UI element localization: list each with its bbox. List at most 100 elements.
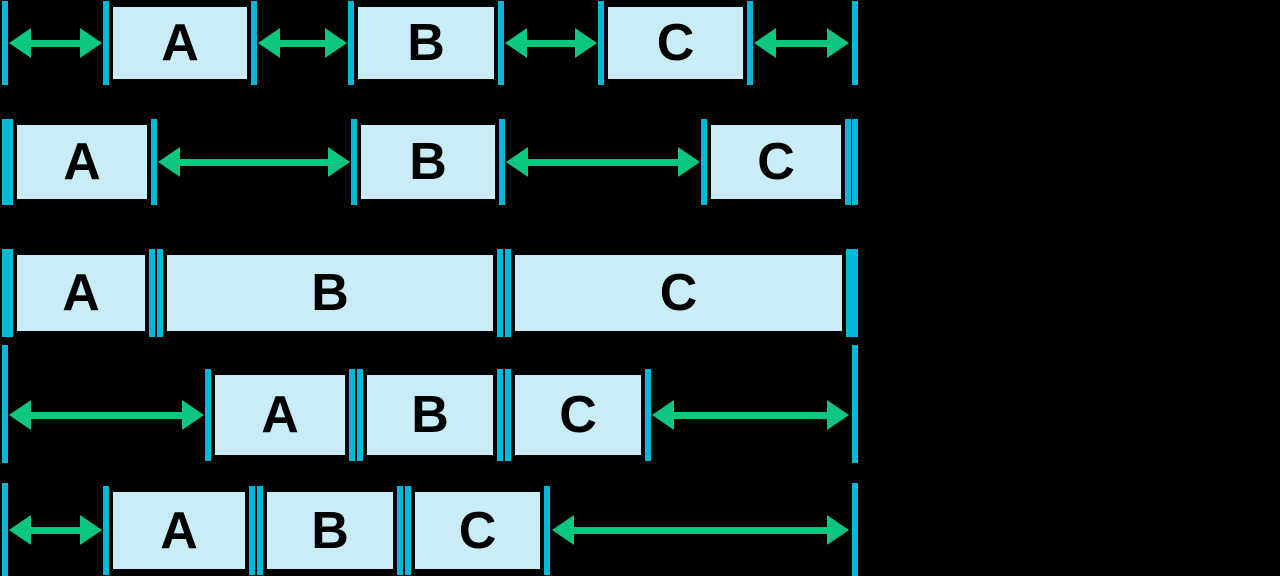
arrow-shaft xyxy=(28,39,83,47)
item-box: B xyxy=(355,4,497,82)
arrow-left-head-icon xyxy=(505,28,527,58)
item-box: A xyxy=(14,252,148,334)
item-box-label: C xyxy=(458,501,497,560)
arrow-shaft xyxy=(671,411,830,419)
item-box-label: B xyxy=(411,386,449,444)
item-box: A xyxy=(110,4,250,82)
container-edge-bar xyxy=(2,119,8,205)
item-box: B xyxy=(264,489,396,572)
arrow-right-head-icon xyxy=(328,147,350,177)
box-edge-bar xyxy=(149,249,155,337)
arrow-left-head-icon xyxy=(754,28,776,58)
box-edge-bar xyxy=(205,369,211,461)
arrow-right-head-icon xyxy=(80,28,102,58)
item-box-label: B xyxy=(311,501,349,560)
box-edge-bar xyxy=(497,249,503,337)
box-edge-bar xyxy=(845,119,851,205)
item-box: C xyxy=(605,4,746,82)
container-edge-bar xyxy=(852,119,858,205)
item-box: A xyxy=(212,372,348,458)
spacing-arrow xyxy=(9,515,102,545)
arrow-left-head-icon xyxy=(158,147,180,177)
container-edge-bar xyxy=(2,483,8,576)
item-box: A xyxy=(14,122,150,202)
box-edge-bar xyxy=(7,249,13,337)
arrow-right-head-icon xyxy=(575,28,597,58)
box-edge-bar xyxy=(257,486,263,575)
arrow-left-head-icon xyxy=(506,147,528,177)
arrow-shaft xyxy=(525,158,681,166)
box-edge-bar xyxy=(348,1,354,85)
arrow-right-head-icon xyxy=(827,400,849,430)
spacing-arrow xyxy=(9,28,102,58)
box-edge-bar xyxy=(505,369,511,461)
spacing-arrow xyxy=(754,28,849,58)
container-edge-bar xyxy=(852,1,858,85)
container-edge-bar xyxy=(852,345,858,463)
arrow-left-head-icon xyxy=(9,28,31,58)
item-box-label: B xyxy=(407,14,445,72)
box-edge-bar xyxy=(103,486,109,575)
box-edge-bar xyxy=(357,369,363,461)
item-box-label: A xyxy=(161,14,199,72)
container-edge-bar xyxy=(2,345,8,463)
box-edge-bar xyxy=(157,249,163,337)
item-box: B xyxy=(364,372,496,458)
box-edge-bar xyxy=(251,1,257,85)
box-edge-bar xyxy=(498,1,504,85)
box-edge-bar xyxy=(351,119,357,205)
item-box-label: C xyxy=(757,133,795,191)
arrow-shaft xyxy=(177,158,331,166)
arrow-left-head-icon xyxy=(552,515,574,545)
container-edge-bar xyxy=(852,483,858,576)
item-box-label: C xyxy=(559,386,597,444)
arrow-shaft xyxy=(28,526,83,534)
box-edge-bar xyxy=(544,486,550,575)
container-edge-bar xyxy=(2,249,8,337)
arrow-right-head-icon xyxy=(678,147,700,177)
arrow-right-head-icon xyxy=(80,515,102,545)
spacing-arrow xyxy=(652,400,849,430)
container-edge-bar xyxy=(852,249,858,337)
item-box-label: A xyxy=(62,264,100,322)
box-edge-bar xyxy=(846,249,852,337)
box-edge-bar xyxy=(405,486,411,575)
arrow-shaft xyxy=(277,39,328,47)
arrow-shaft xyxy=(28,411,185,419)
spacing-arrow xyxy=(9,400,204,430)
box-edge-bar xyxy=(499,119,505,205)
arrow-shaft xyxy=(571,526,830,534)
arrow-right-head-icon xyxy=(182,400,204,430)
box-edge-bar xyxy=(747,1,753,85)
box-edge-bar xyxy=(598,1,604,85)
item-box-label: B xyxy=(409,133,447,191)
item-box: B xyxy=(164,252,496,334)
arrow-left-head-icon xyxy=(9,400,31,430)
arrow-right-head-icon xyxy=(325,28,347,58)
box-edge-bar xyxy=(7,119,13,205)
arrow-left-head-icon xyxy=(9,515,31,545)
item-box: C xyxy=(708,122,844,202)
item-box-label: C xyxy=(659,264,698,322)
item-box-label: A xyxy=(63,133,101,191)
arrow-right-head-icon xyxy=(827,28,849,58)
arrow-shaft xyxy=(773,39,830,47)
box-edge-bar xyxy=(249,486,255,575)
arrow-left-head-icon xyxy=(652,400,674,430)
item-box: C xyxy=(512,252,845,334)
item-box-label: B xyxy=(311,264,349,322)
arrow-left-head-icon xyxy=(258,28,280,58)
box-edge-bar xyxy=(349,369,355,461)
item-box-label: C xyxy=(656,14,695,72)
arrow-shaft xyxy=(524,39,578,47)
item-box: A xyxy=(110,489,248,572)
spacing-arrow xyxy=(158,147,350,177)
item-box-label: A xyxy=(160,501,198,560)
item-box: C xyxy=(412,489,543,572)
box-edge-bar xyxy=(497,369,503,461)
item-box: B xyxy=(358,122,498,202)
spacing-arrow xyxy=(552,515,849,545)
box-edge-bar xyxy=(645,369,651,461)
spacing-arrow xyxy=(505,28,597,58)
